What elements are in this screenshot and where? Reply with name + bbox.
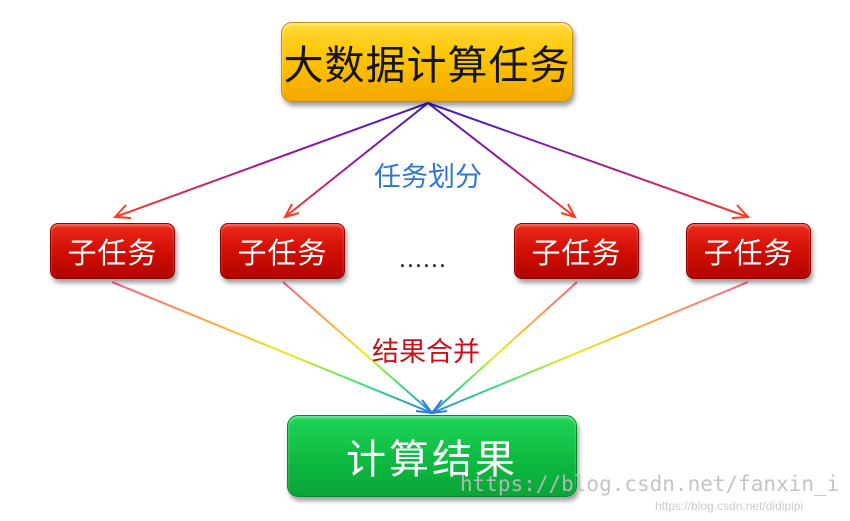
- result-label: 计算结果: [346, 437, 518, 483]
- subtask-node-2: 子任务: [220, 223, 345, 279]
- result-node: 计算结果: [287, 415, 577, 497]
- big-data-task-label: 大数据计算任务: [283, 43, 571, 89]
- split-arrow-1: [114, 102, 429, 218]
- subtask-label: 子任务: [237, 236, 328, 270]
- subtask-label: 子任务: [67, 236, 158, 270]
- split-arrow-4: [427, 102, 749, 218]
- merge-label: 结果合并: [372, 337, 480, 368]
- split-arrow-2: [284, 102, 429, 218]
- subtask-node-3: 子任务: [514, 223, 639, 279]
- subtask-node-4: 子任务: [686, 223, 811, 279]
- subtask-node-1: 子任务: [50, 223, 175, 279]
- merge-arrow-4: [431, 281, 749, 414]
- merge-arrowhead-right: [429, 399, 448, 415]
- subtask-ellipsis: ......: [399, 248, 447, 273]
- subtask-label: 子任务: [531, 236, 622, 270]
- big-data-task-node: 大数据计算任务: [281, 22, 573, 102]
- subtask-label: 子任务: [703, 236, 794, 270]
- split-arrowhead-3: [560, 203, 578, 219]
- merge-arrow-3: [431, 281, 578, 414]
- split-arrowhead-4: [731, 204, 751, 219]
- watermark-small: https://blog.csdn.net/didipipi: [655, 499, 804, 513]
- merge-arrow-1: [111, 281, 433, 414]
- merge-arrow-2: [282, 281, 433, 414]
- split-label: 任务划分: [374, 162, 482, 193]
- split-arrow-3: [427, 102, 576, 218]
- split-arrowhead-1: [112, 204, 132, 219]
- watermark: https://blog.csdn.net/fanxin_i: [460, 472, 840, 496]
- split-arrowhead-2: [282, 203, 300, 219]
